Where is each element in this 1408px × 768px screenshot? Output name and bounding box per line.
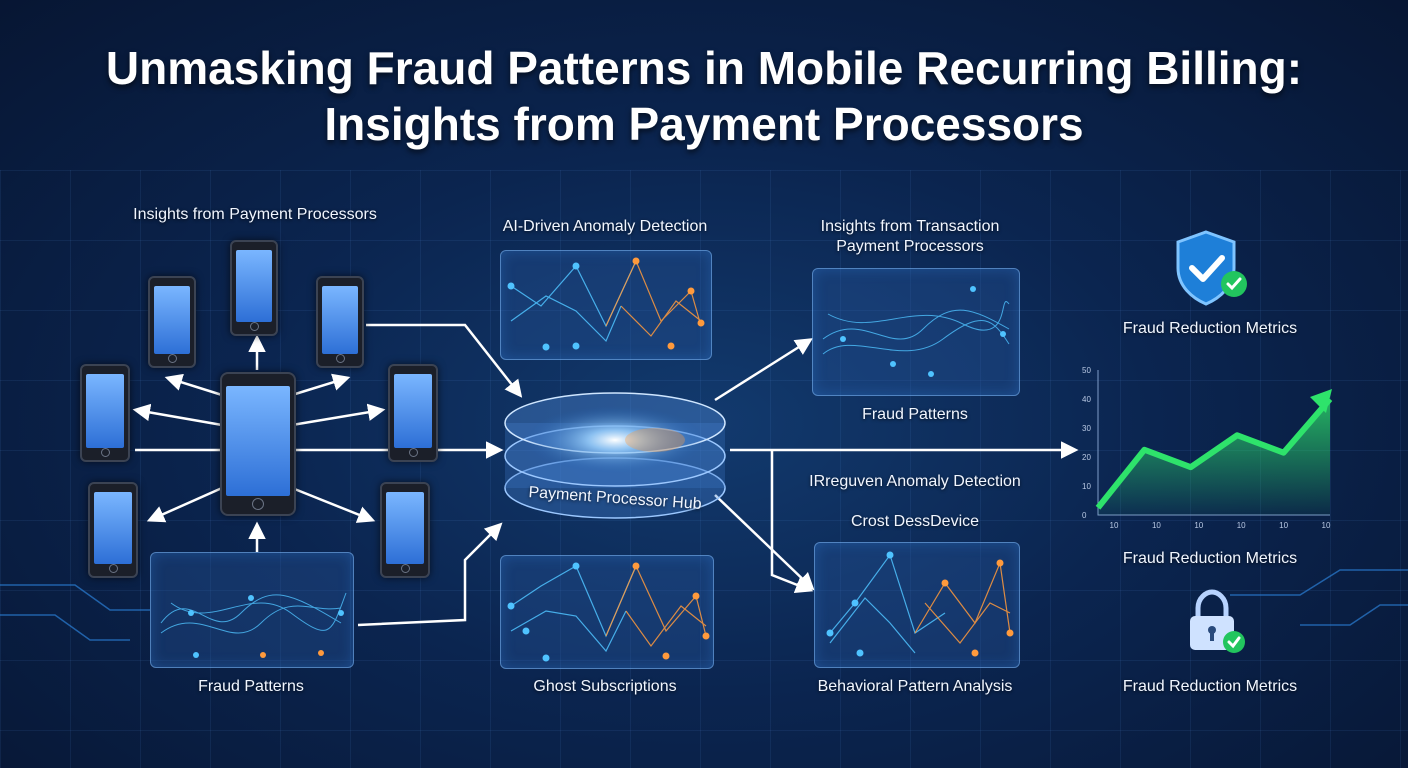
phone-upper-right [316,276,364,368]
label-right-bottom: Behavioral Pattern Analysis [817,678,1013,695]
anomaly-graph-right-bottom [826,551,1014,657]
chart-line [1095,397,1333,510]
title-line-2: Insights from Payment Processors [324,98,1084,150]
network-graph-right-top [822,286,1010,377]
chart-x-tick-1: 10 [1152,521,1161,530]
label-left-top: Insights from Payment Processors [133,206,377,223]
phone-upper-left [148,276,196,368]
phone-lower-right [380,482,430,578]
phone-mid-right [388,364,438,462]
chart-x-tick-5: 10 [1322,521,1331,530]
chart-y-tick-2: 20 [1082,453,1091,462]
chart-y-tick-1: 10 [1082,482,1091,491]
shield-check-icon [1176,230,1247,306]
arrow-to-phone-lower-right [291,486,376,523]
chart-y-tick-4: 40 [1082,395,1091,404]
label-right-device: Crost DessDevice [850,513,980,530]
arrow-to-phone-mid-left [132,403,223,427]
panel-transaction-insights [812,268,1020,396]
panel-behavioral-analysis [814,542,1020,668]
lock-check-icon [1190,589,1245,653]
label-right-top-1: Insights from Transaction [820,218,1000,235]
chart-area [1098,399,1330,515]
arrow-panel-to-hub-bottom [357,522,503,627]
fraud-reduction-chart: 0 10 20 30 40 50 10 10 10 10 10 10 [1082,366,1333,530]
phone-center [220,372,296,516]
network-graph-left [160,592,347,658]
chart-y-tick-5: 50 [1082,366,1091,375]
panel-ghost-subscriptions [500,555,714,669]
label-center-bottom: Ghost Subscriptions [533,678,677,695]
chart-arrowhead [1310,389,1332,413]
circuit-line-right-2 [1300,604,1408,626]
phone-mid-left [80,364,130,462]
chart-x-tick-3: 10 [1237,521,1246,530]
chart-x-tick-0: 10 [1110,521,1119,530]
label-right-top-2: Payment Processors [836,238,984,255]
label-metrics-1: Fraud Reduction Metrics [1122,320,1298,337]
chart-y-tick-0: 0 [1082,511,1087,520]
panel-fraud-patterns-left [150,552,354,668]
label-left-bottom: Fraud Patterns [198,678,304,695]
arrow-to-phone-upper-left [164,373,223,397]
phone-lower-left [88,482,138,578]
chart-x-tick-2: 10 [1194,521,1203,530]
arrow-hub-diagonal [714,494,815,591]
arrow-hub-to-right-panel [714,338,813,402]
chart-y-tick-3: 30 [1082,424,1091,433]
circuit-line-left-2 [0,614,130,641]
chart-x-tick-4: 10 [1279,521,1288,530]
label-metrics-3: Fraud Reduction Metrics [1122,678,1298,695]
arrow-to-phone-lower-left [146,486,223,523]
arrow-phone-to-hub-top [366,323,523,398]
phone-top [230,240,278,336]
label-right-anomaly: IRreguven Anomaly Detection [809,473,1021,490]
payment-processor-hub [504,392,726,519]
anomaly-graph-top [507,257,705,351]
arrow-to-phone-mid-right [291,403,386,427]
label-right-mid: Fraud Patterns [862,406,968,423]
title-line-1: Unmasking Fraud Patterns in Mobile Recur… [105,42,1303,94]
circuit-line-left [0,584,150,611]
arrow-to-phone-upper-right [291,373,351,397]
page-title: Unmasking Fraud Patterns in Mobile Recur… [0,40,1408,152]
panel-ai-anomaly [500,250,712,360]
label-metrics-2: Fraud Reduction Metrics [1122,550,1298,567]
anomaly-graph-bottom [507,562,710,662]
circuit-line-right [1230,569,1408,596]
label-center-top: AI-Driven Anomaly Detection [502,218,708,235]
